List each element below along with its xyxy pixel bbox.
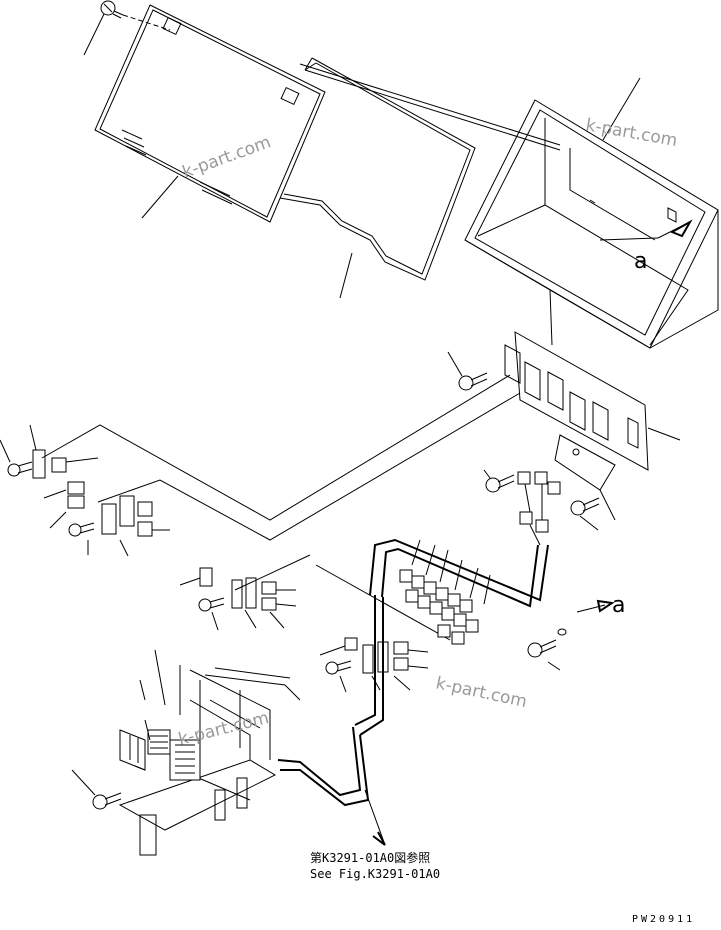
watermark-2: k-part.com	[180, 132, 274, 182]
connectors-left	[0, 424, 170, 557]
cover-bolt	[83, 0, 171, 56]
harness-tube	[277, 524, 549, 846]
watermark-4: k-part.com	[176, 708, 271, 750]
gasket-seal	[279, 57, 561, 299]
watermark-3: k-part.com	[434, 673, 529, 712]
relay-cluster-right	[517, 471, 561, 533]
connectors-lower	[319, 637, 429, 693]
connectors-middle	[179, 567, 297, 631]
plate-bolts	[447, 351, 600, 671]
view-arrow-line	[576, 604, 606, 613]
view-label-a-harness: a	[612, 593, 625, 618]
cover-panel	[94, 4, 326, 223]
mounting-plate	[504, 331, 681, 521]
bracket-assembly	[71, 649, 301, 856]
view-arrow-head	[596, 599, 615, 613]
box-housing	[464, 77, 719, 349]
view-label-a-box: a	[634, 249, 647, 274]
reference-japanese: 第K3291-01A0図参照	[310, 850, 430, 865]
reference-english: See Fig.K3291-01A0	[310, 867, 440, 881]
drawing-code: PW20911	[632, 914, 695, 925]
